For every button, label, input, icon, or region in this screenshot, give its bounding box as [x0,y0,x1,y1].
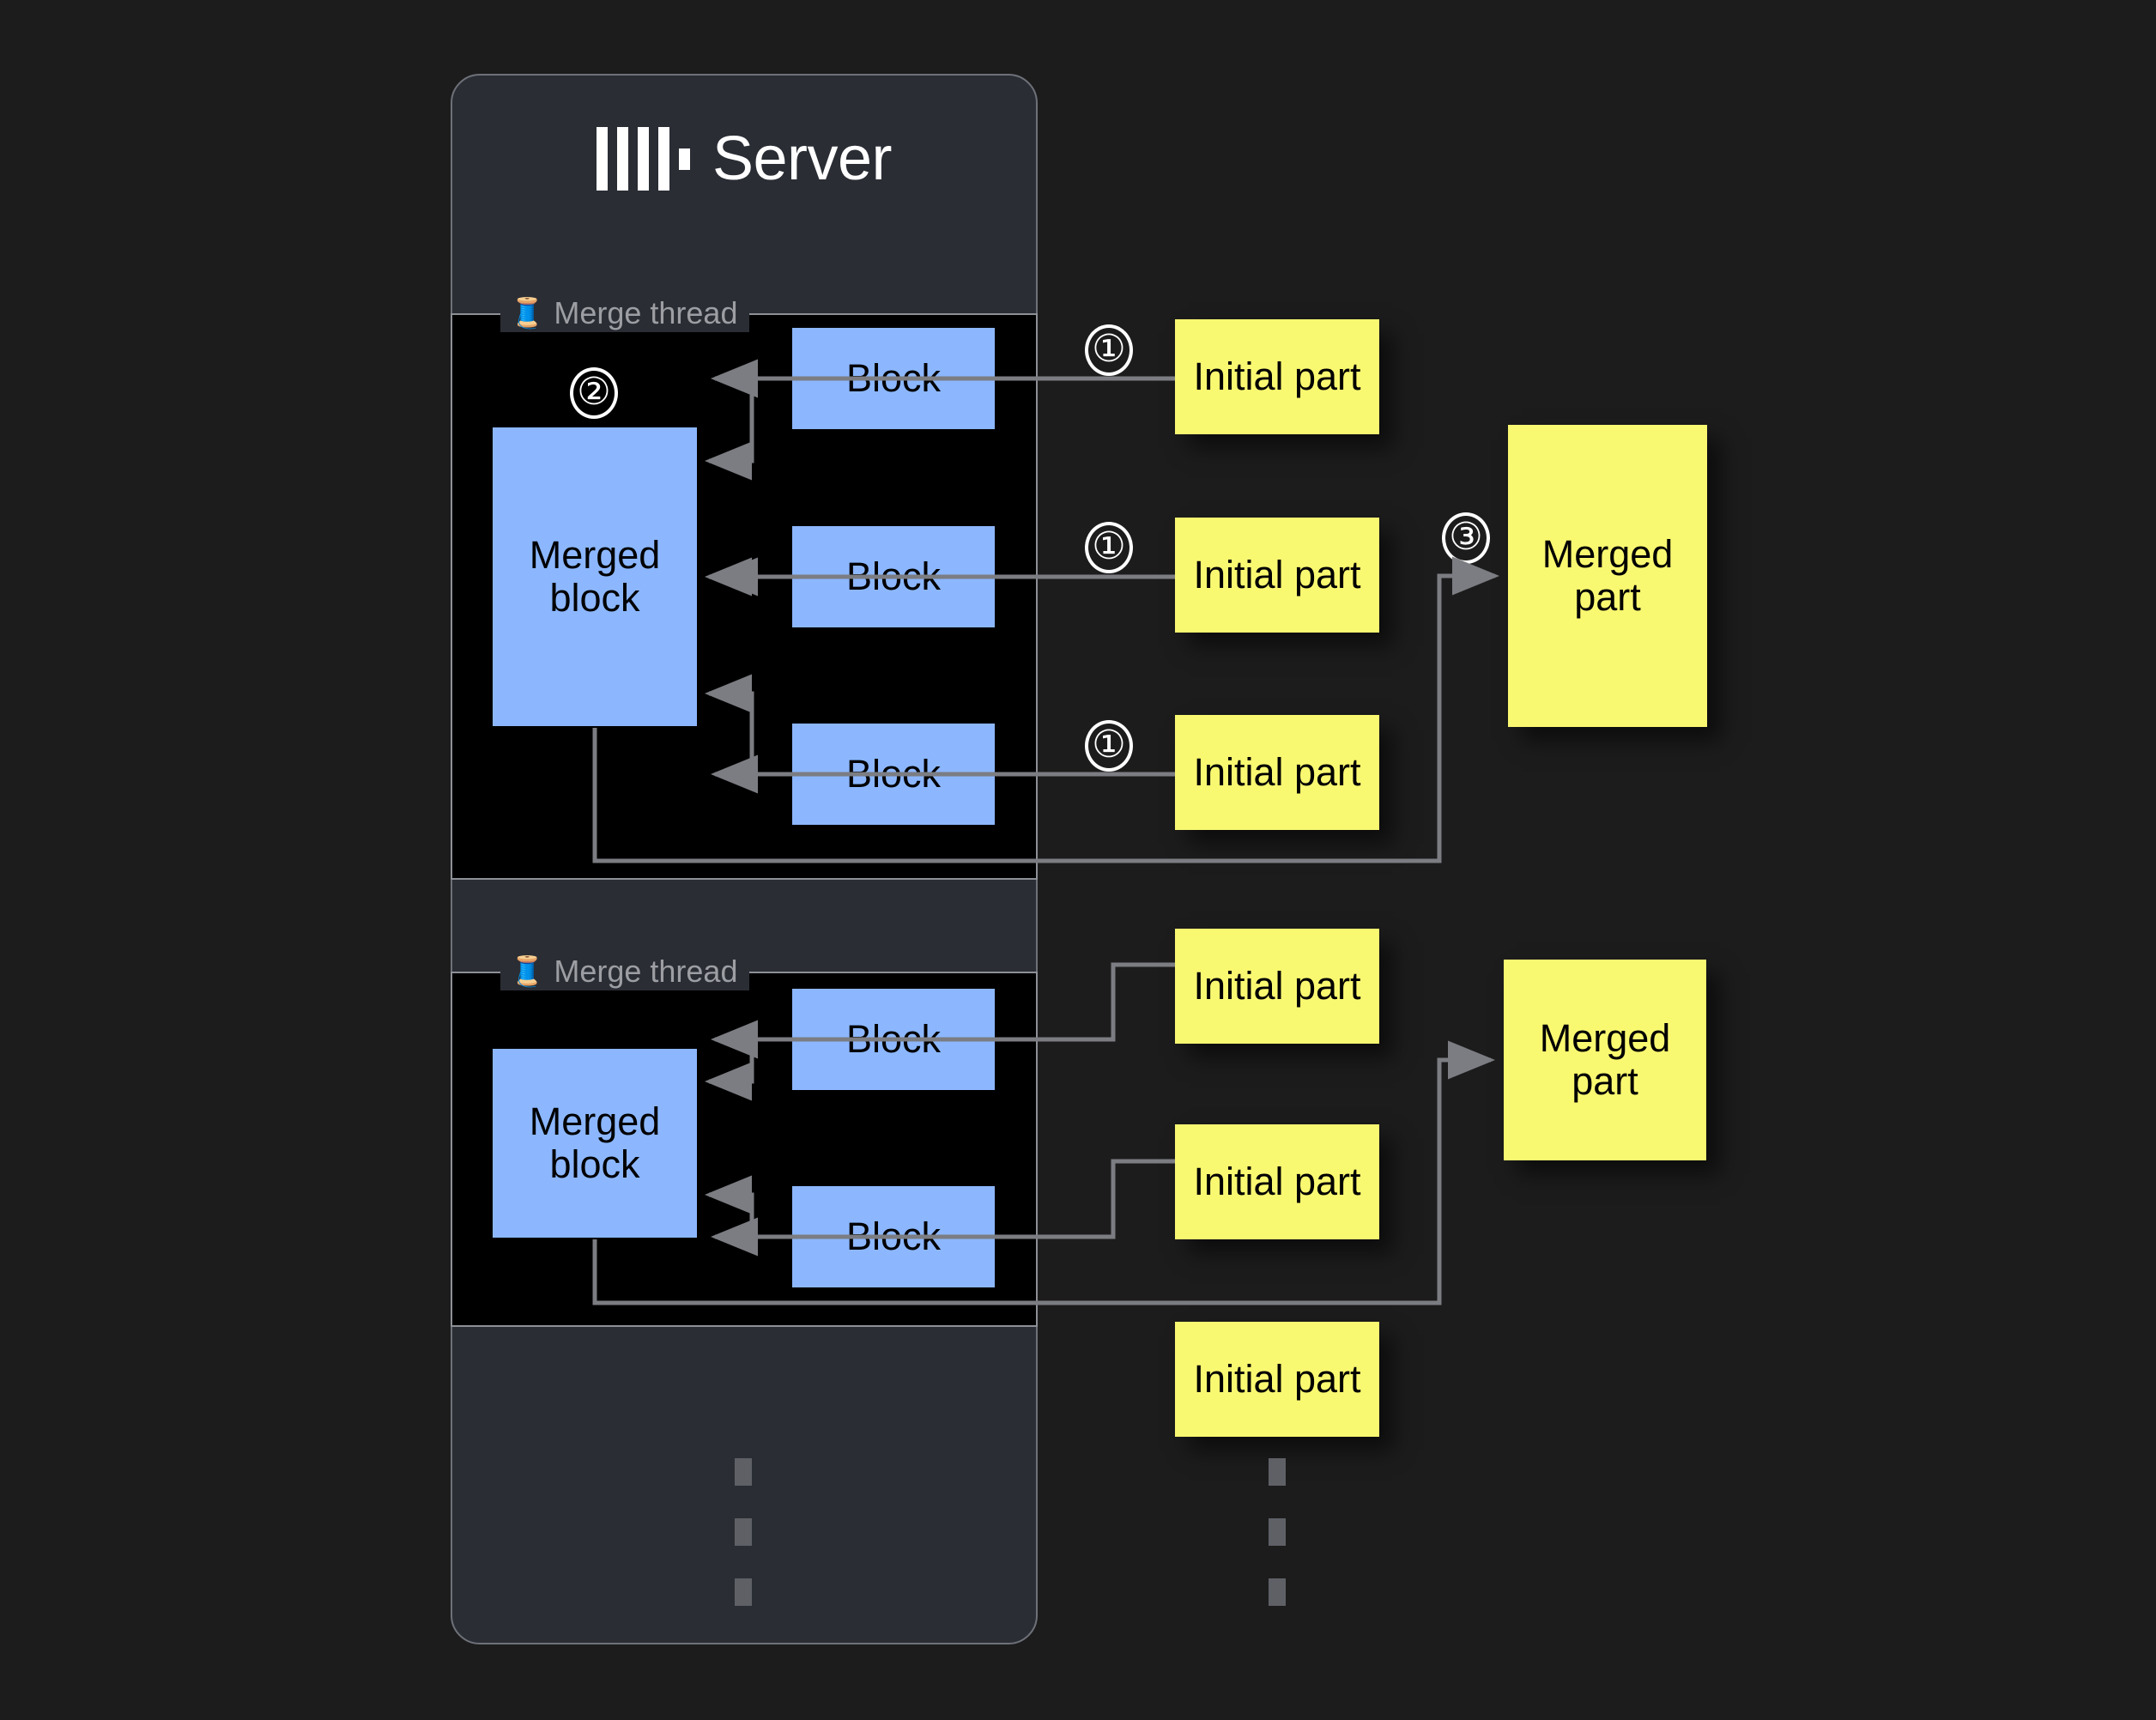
initial-part-5: Initial part [1175,1124,1379,1239]
step-marker-2: ② [570,367,618,419]
initial-part-3: Initial part [1175,715,1379,830]
step-marker-1-b: ① [1085,522,1133,573]
step-marker-1-a: ① [1085,324,1133,376]
block-1-2: Block [792,526,995,627]
merged-part-1: Merged part [1508,425,1707,727]
server-ellipsis [735,1458,752,1606]
server-title-label: Server [712,124,893,193]
merged-block-2: Merged block [493,1049,697,1238]
thread-spool-icon: 🧵 [509,297,546,330]
initial-part-4: Initial part [1175,929,1379,1044]
block-2-2: Block [792,1186,995,1287]
block-1-3: Block [792,724,995,825]
step-marker-3: ③ [1442,512,1490,564]
merge-thread-label-text-1: Merge thread [554,295,738,330]
initial-part-2: Initial part [1175,518,1379,633]
merge-thread-label-1: 🧵 Merge thread [500,294,750,332]
clickhouse-logo-icon [596,127,690,191]
merge-thread-label-text-2: Merge thread [554,954,738,989]
server-title: Server [451,112,1038,206]
merge-thread-label-2: 🧵 Merge thread [500,953,750,990]
parts-ellipsis [1269,1458,1286,1606]
thread-spool-icon: 🧵 [509,955,546,988]
merged-part-2: Merged part [1504,960,1706,1160]
step-marker-1-c: ① [1085,720,1133,772]
initial-part-1: Initial part [1175,319,1379,434]
merged-block-1: Merged block [493,427,697,726]
block-1-1: Block [792,328,995,429]
initial-part-6: Initial part [1175,1322,1379,1437]
block-2-1: Block [792,989,995,1090]
